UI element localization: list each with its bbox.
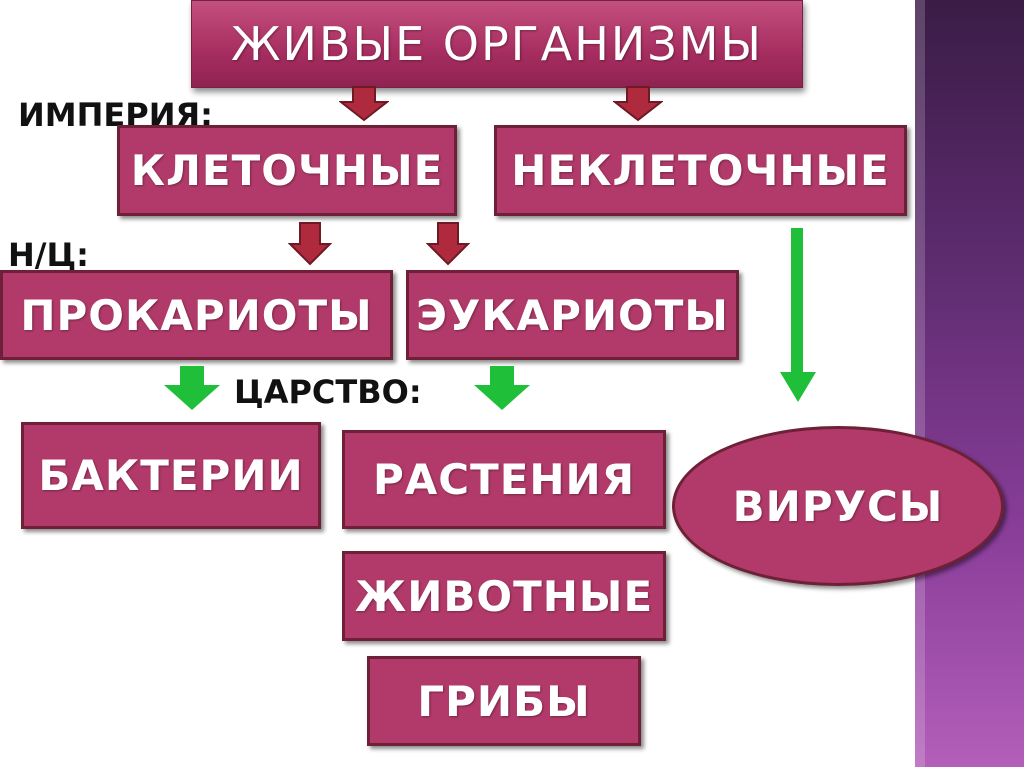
title-text: ЖИВЫЕ ОРГАНИЗМЫ [230,17,764,71]
ellipse-viruses-label: ВИРУСЫ [732,481,944,531]
box-animals: ЖИВОТНЫЕ [342,551,666,641]
box-prokaryotes: ПРОКАРИОТЫ [0,270,393,360]
green-arrow-down-icon [164,366,220,410]
red-arrow-down-icon [426,222,470,266]
box-prokaryotes-label: ПРОКАРИОТЫ [20,290,373,340]
ellipse-viruses: ВИРУСЫ [672,426,1004,586]
green-arrow-down-icon [474,366,530,410]
box-noncellular: НЕКЛЕТОЧНЫЕ [494,125,907,216]
box-cellular-label: КЛЕТОЧНЫЕ [130,146,444,195]
green-arrow-down-icon [780,228,816,402]
box-animals-label: ЖИВОТНЫЕ [354,571,654,621]
box-eukaryotes-label: ЭУКАРИОТЫ [416,290,729,340]
box-bacteria-label: БАКТЕРИИ [38,451,304,500]
box-plants-label: РАСТЕНИЯ [372,455,636,504]
red-arrow-down-icon [339,86,389,122]
label-kingdom: ЦАРСТВО: [234,373,422,411]
red-arrow-down-icon [288,222,332,266]
decorative-side-band [915,0,1024,767]
box-noncellular-label: НЕКЛЕТОЧНЫЕ [511,146,890,195]
box-bacteria: БАКТЕРИИ [21,422,321,529]
title-box: ЖИВЫЕ ОРГАНИЗМЫ [191,0,803,88]
box-cellular: КЛЕТОЧНЫЕ [117,125,457,216]
label-superkingdom: Н/Ц: [8,236,89,274]
box-fungi: ГРИБЫ [367,656,641,746]
box-eukaryotes: ЭУКАРИОТЫ [406,270,739,360]
box-plants: РАСТЕНИЯ [342,430,666,529]
box-fungi-label: ГРИБЫ [417,676,591,726]
red-arrow-down-icon [613,86,663,122]
